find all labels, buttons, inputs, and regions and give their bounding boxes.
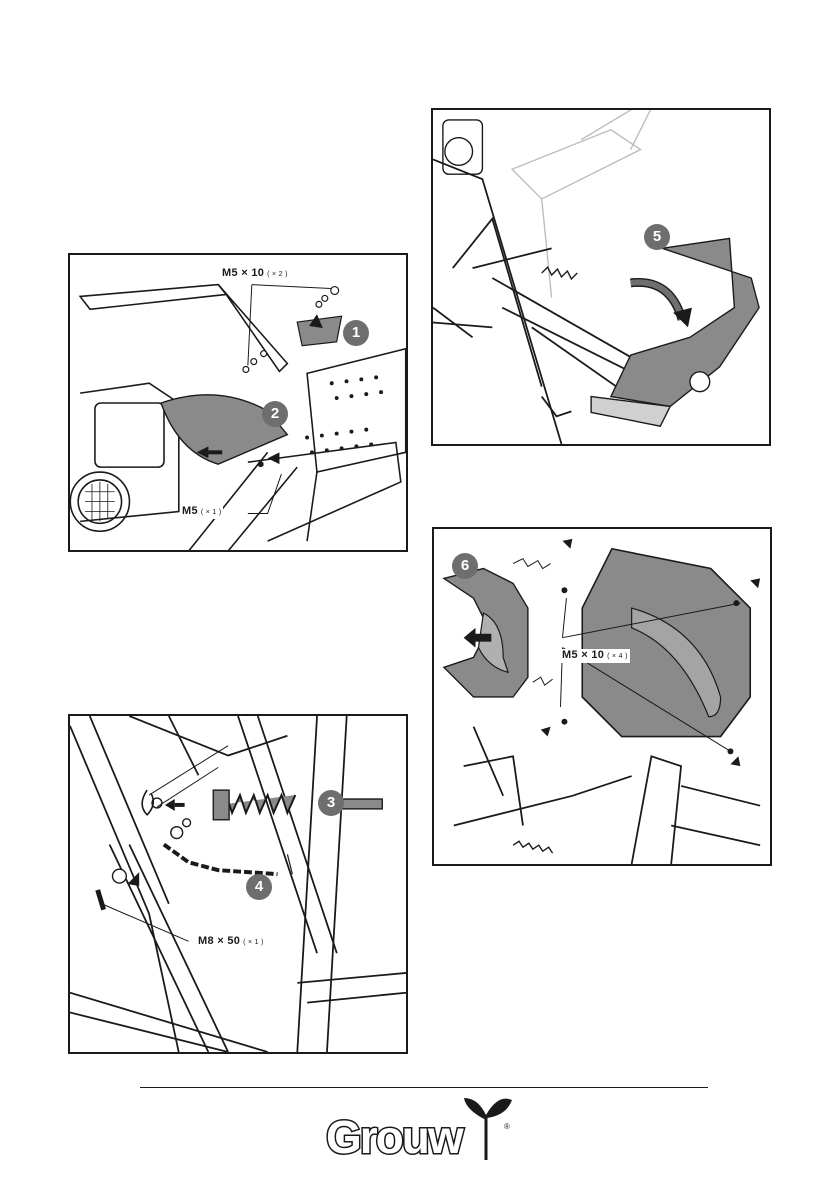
- registered-mark: ®: [504, 1122, 510, 1131]
- step-badge-4: 4: [246, 874, 272, 900]
- step-badge-1: 1: [343, 320, 369, 346]
- bolt-spec-text: M5: [182, 505, 198, 517]
- illustration-panel-3: M8 × 50( × 1 ) 3 4: [68, 714, 408, 1054]
- step-badge-5: 5: [644, 224, 670, 250]
- bolt-qty-text: ( × 1 ): [201, 509, 222, 516]
- bolt-spec-text: M5 × 10: [562, 649, 604, 661]
- bolt-qty-text: ( × 1 ): [243, 939, 264, 946]
- illustration-panel-1: M5 × 10( × 2 ) M5( × 1 ) 1 2: [68, 253, 408, 552]
- machine-drawing-5: [433, 110, 769, 444]
- chain-part: [164, 844, 278, 874]
- bolt-spec-label-bottom: M5( × 1 ): [180, 505, 223, 519]
- motor-icon: [70, 403, 164, 531]
- machine-drawing-6: [434, 529, 770, 864]
- bolt-spec-label: M8 × 50( × 1 ): [196, 935, 266, 949]
- footer-divider: [140, 1087, 708, 1088]
- brand-wordmark: Grouw: [326, 1112, 462, 1162]
- bolt-spec-text: M8 × 50: [198, 935, 240, 947]
- bolt-spec-label-top: M5 × 10( × 2 ): [220, 267, 290, 281]
- step-badge-2: 2: [262, 401, 288, 427]
- bolt-qty-text: ( × 2 ): [267, 271, 288, 278]
- step-badge-6: 6: [452, 553, 478, 579]
- illustration-panel-5: 5: [431, 108, 771, 446]
- machine-drawing-1: [70, 255, 406, 550]
- machine-drawing-3: [70, 716, 406, 1052]
- bolt-spec-label: M5 × 10( × 4 ): [560, 649, 630, 663]
- illustration-panel-6: M5 × 10( × 4 ) 6: [432, 527, 772, 866]
- step-badge-3: 3: [318, 790, 344, 816]
- brand-logo: Grouw ®: [326, 1090, 516, 1170]
- bolt-spec-text: M5 × 10: [222, 267, 264, 279]
- bolt-qty-text: ( × 4 ): [607, 653, 628, 660]
